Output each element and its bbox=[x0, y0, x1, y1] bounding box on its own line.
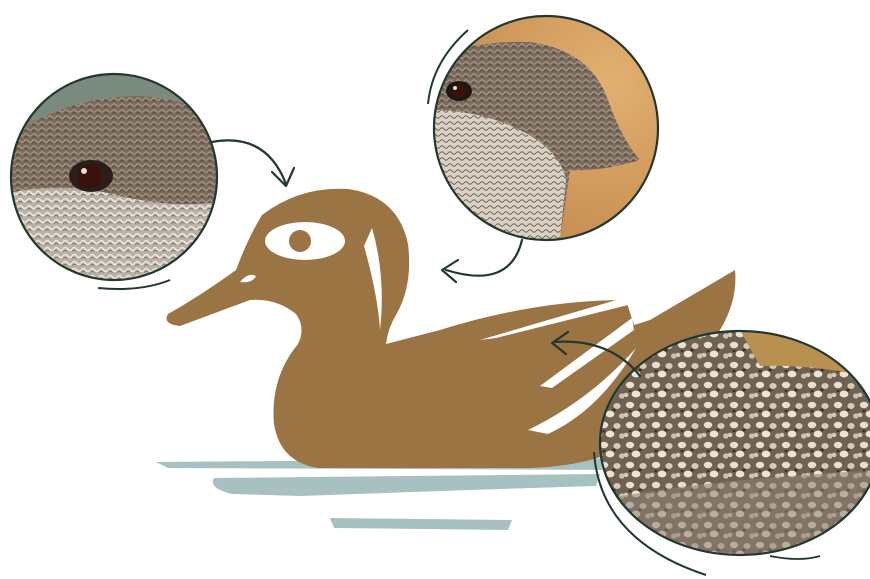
water-ripples bbox=[156, 458, 640, 530]
head-closeup-photo-icon bbox=[430, 10, 670, 250]
eye-detail-callout bbox=[0, 60, 230, 300]
eye-closeup-photo-icon bbox=[0, 60, 230, 300]
eye-pointer-arrow bbox=[212, 140, 294, 186]
head-pointer-arrow bbox=[442, 240, 522, 282]
head-crest-detail-callout bbox=[428, 10, 670, 250]
water-ripple-middle bbox=[213, 474, 600, 496]
water-ripple-bottom bbox=[330, 518, 512, 530]
duck-eye-pupil bbox=[289, 230, 311, 252]
